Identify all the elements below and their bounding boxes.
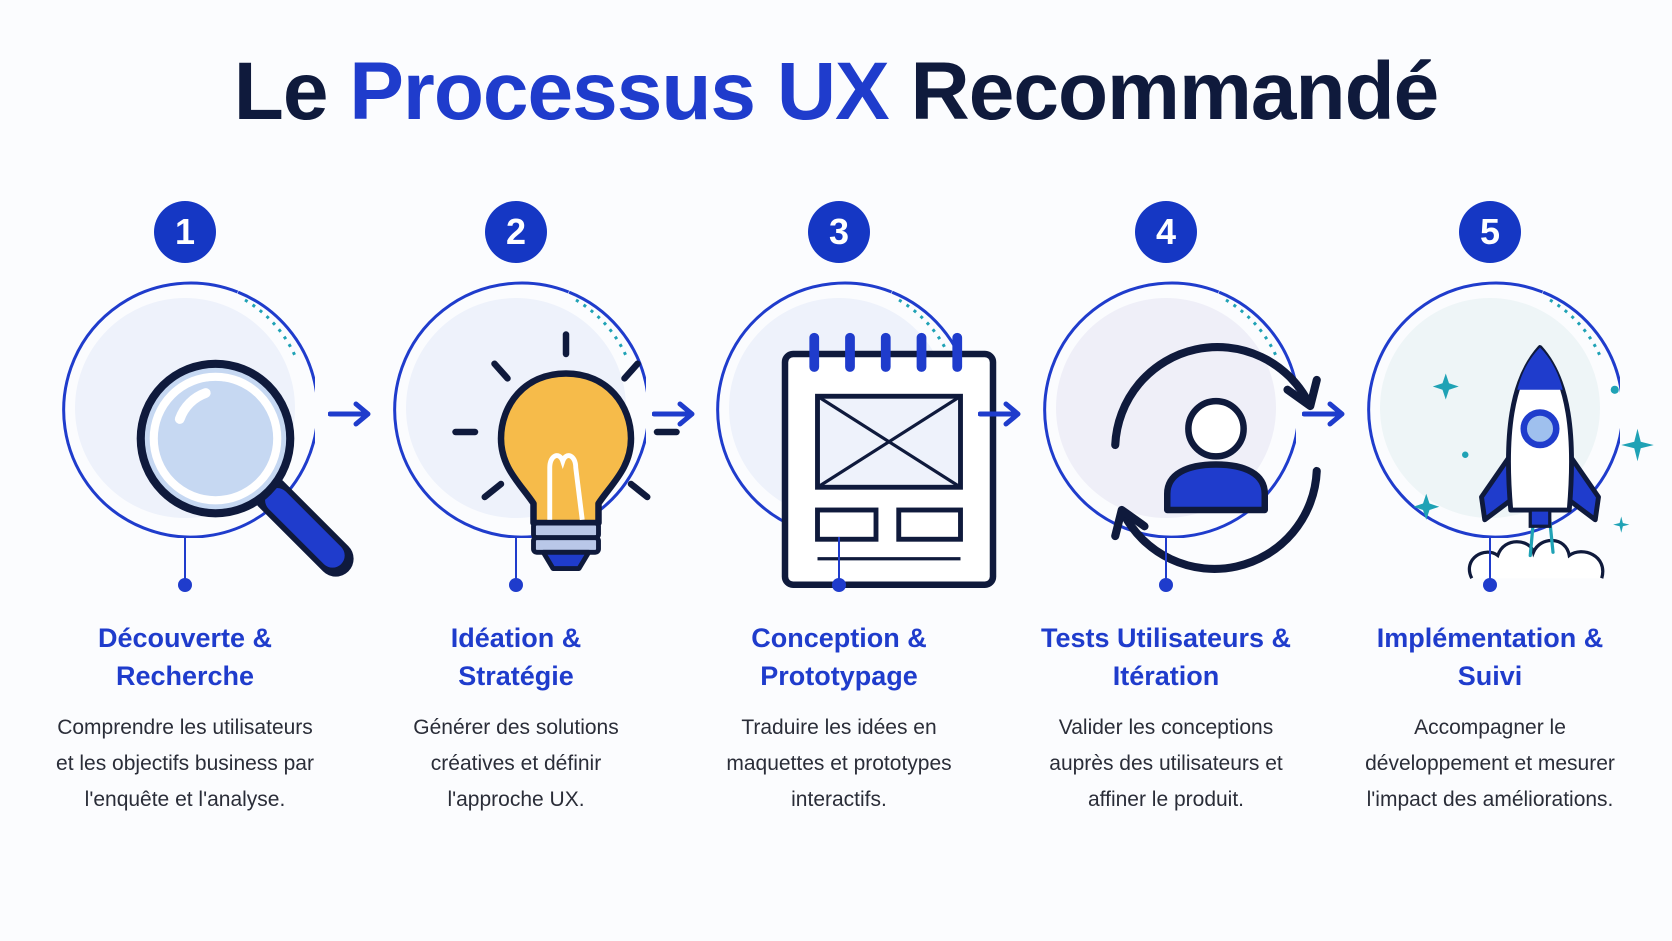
step-title-line: Implémentation & [1376,623,1604,653]
connector-line [1165,537,1167,579]
step-5: 5 [1325,0,1655,941]
step-description: Accompagner le développement et mesurer … [1325,710,1655,818]
step-4: 4 Tests Utilisateurs & Itération Valider… [1001,0,1331,941]
magnifier-icon [105,328,354,577]
step-title-line: Recherche [115,661,255,691]
step-description: Générer des solutions créatives et défin… [351,710,681,818]
arrow-right-icon [328,401,371,427]
step-title: Idéation & Stratégie [351,619,681,695]
connector-dot [1159,578,1173,592]
step-description-line: et les objectifs business par [56,752,314,775]
step-title-line: Conception & [751,623,927,653]
step-description-line: Valider les conceptions [1058,716,1274,739]
step-title: Conception & Prototypage [674,619,1004,695]
rocket-icon [1410,328,1654,579]
step-description-line: l'enquête et l'analyse. [84,788,286,811]
step-3: 3 [674,0,1004,941]
user-cycle-icon [1086,328,1321,573]
connector-dot [832,578,846,592]
step-title: Tests Utilisateurs & Itération [1001,619,1331,695]
title-suffix: Recommandé [910,46,1440,137]
step-circle [386,278,680,571]
step-title-line: Stratégie [458,661,574,691]
title-highlight: Processus UX [349,46,889,137]
step-description-line: l'approche UX. [447,788,585,811]
step-description-line: Traduire les idées en [741,716,937,739]
step-circle [1036,278,1321,573]
step-title-line: Tests Utilisateurs & [1040,623,1292,653]
step-description-line: interactifs. [791,788,887,811]
step-title: Découverte & Recherche [20,619,350,695]
step-description: Comprendre les utilisateurs et les objec… [20,710,350,818]
arrow-right-icon [652,401,695,427]
connector-line [184,537,186,579]
step-number-badge: 4 [1135,201,1197,263]
step-description-line: auprès des utilisateurs et [1049,752,1283,775]
connector-line [515,537,517,579]
step-title-line: Prototypage [760,661,918,691]
title-prefix: Le [233,46,329,137]
step-title-line: Suivi [1457,661,1523,691]
step-title-line: Itération [1112,661,1220,691]
connector-line [1489,537,1491,579]
page-title: Le Processus UX Recommandé [0,45,1672,139]
step-number-badge: 2 [485,201,547,263]
arrow-right-icon [978,401,1021,427]
step-title-line: Découverte & [97,623,273,653]
wireframe-notepad-icon [759,328,997,588]
step-circle [709,278,997,588]
step-description-line: affiner le produit. [1087,788,1245,811]
step-description-line: Comprendre les utilisateurs [57,716,313,739]
step-description-line: créatives et définir [430,752,602,775]
connector-dot [178,578,192,592]
step-title-line: Idéation & [450,623,582,653]
step-description-line: développement et mesurer [1365,752,1615,775]
step-circle [1360,278,1654,579]
step-description: Traduire les idées en maquettes et proto… [674,710,1004,818]
connector-dot [509,578,523,592]
step-number-badge: 3 [808,201,870,263]
step-description-line: Accompagner le [1414,716,1566,739]
connector-line [838,537,840,579]
connector-dot [1483,578,1497,592]
lightbulb-icon [436,328,680,571]
step-number-badge: 5 [1459,201,1521,263]
step-description-line: l'impact des améliorations. [1366,788,1614,811]
step-description-line: maquettes et prototypes [726,752,952,775]
step-circle [55,278,354,577]
step-1: 1 Découverte & Recherche Comprendre les … [20,0,354,941]
step-description-line: Générer des solutions [413,716,619,739]
arrow-right-icon [1302,401,1345,427]
step-description: Valider les conceptions auprès des utili… [1001,710,1331,818]
step-number-badge: 1 [154,201,216,263]
step-2: 2 [351,0,681,941]
step-title: Implémentation & Suivi [1325,619,1655,695]
